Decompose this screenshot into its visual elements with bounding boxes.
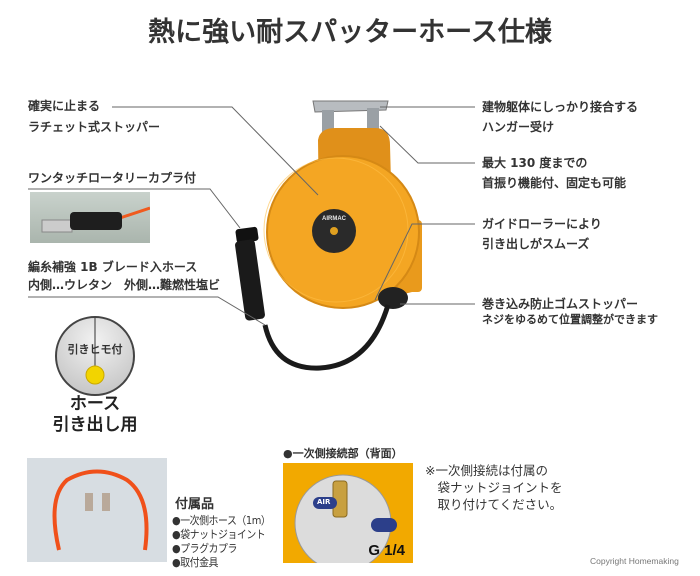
page-title: 熱に強い耐スパッターホース仕様 — [148, 17, 552, 48]
remark-line: ※一次側接続は付属の — [425, 463, 548, 478]
accessory-item: ●袋ナットジョイント — [172, 528, 266, 541]
swivel-callout-line1: 最大 130 度までの — [482, 156, 588, 170]
accessory-item: ●プラグカプラ — [172, 542, 237, 555]
thread-size: G 1/4 — [368, 542, 405, 559]
ratchet-callout-line2: ラチェット式ストッパー — [28, 120, 161, 134]
roller-callout-line2: 引き出しがスムーズ — [482, 237, 590, 251]
hanger-bracket — [312, 100, 389, 132]
hose-callout-line2: 内側…ウレタン 外側…難燃性塩ビ — [28, 278, 221, 292]
accessory-item: ●一次側ホース（1m） — [172, 514, 271, 527]
coupler-callout: ワンタッチロータリーカプラ付 — [28, 171, 197, 185]
ratchet-callout-line1: 確実に止まる — [28, 99, 101, 113]
stopper-callout-line2: ネジをゆるめて位置調整ができます — [482, 313, 658, 326]
reel-brand-label: AIRMAC — [322, 216, 347, 222]
leader-lines — [28, 106, 475, 326]
hose-callout-line1: 編糸補強 1B ブレード入ホース — [28, 260, 198, 274]
pull-cord-badge: 引きヒモ付 — [67, 343, 123, 356]
pull-cord-title-line2: 引き出し用 — [52, 415, 138, 435]
accessory-item: ●取付金具 — [172, 556, 218, 569]
connection-title: ●一次側接続部（背面） — [283, 447, 403, 460]
remark-line: 袋ナットジョイントを — [425, 480, 563, 495]
coupler-photo — [30, 192, 151, 243]
roller-callout-line1: ガイドローラーにより — [482, 217, 602, 231]
swivel-callout-line2: 首振り機能付、固定も可能 — [482, 176, 627, 190]
accessories-title: 付属品 — [175, 497, 215, 512]
rotary-coupler — [235, 239, 265, 321]
accessories-photo — [27, 458, 167, 562]
copyright: Copyright Homemaking — [590, 556, 679, 566]
pull-cord-title-line1: ホース — [69, 394, 121, 414]
hanger-callout-line1: 建物躯体にしっかり接合する — [482, 100, 639, 114]
remark-line: 取り付けてください。 — [425, 497, 563, 512]
connection-remark: ※一次側接続は付属の 袋ナットジョイントを 取り付けてください。 — [425, 462, 563, 513]
stopper-callout-line1: 巻き込み防止ゴムストッパー — [482, 297, 639, 311]
hanger-callout-line2: ハンガー受け — [482, 120, 555, 134]
hose — [262, 304, 391, 371]
connection-photo: AIR G 1/4 — [283, 463, 413, 563]
connection-badge: AIR — [317, 498, 331, 506]
